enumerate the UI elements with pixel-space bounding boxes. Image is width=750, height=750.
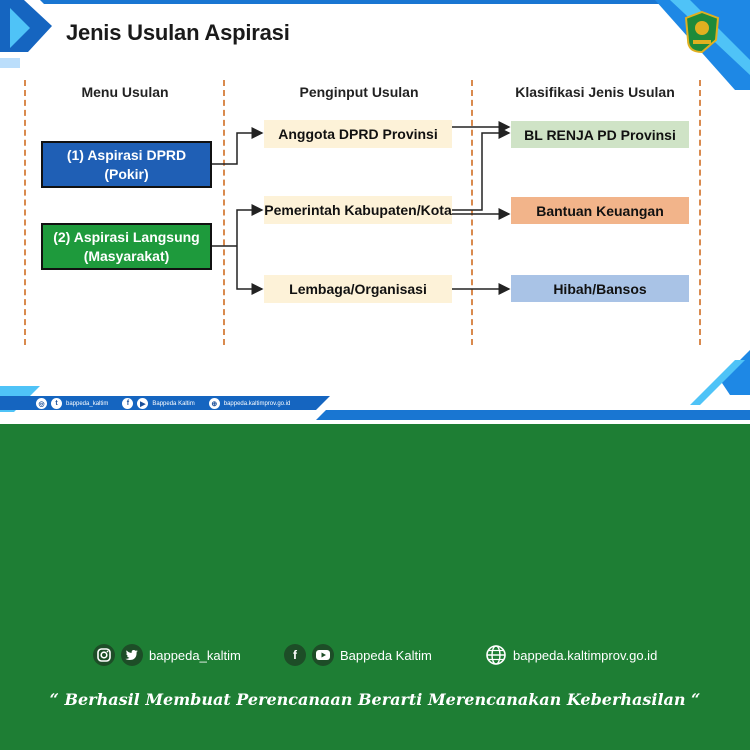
input-box-anggota-dprd: Anggota DPRD Provinsi: [264, 120, 452, 148]
column-separator: [223, 80, 225, 345]
classification-box-bantuan-keuangan: Bantuan Keuangan: [511, 197, 689, 224]
globe-icon: ⊕: [208, 398, 220, 409]
column-header-input: Penginput Usulan: [299, 84, 419, 100]
menu-box-sublabel: (Masyarakat): [83, 247, 170, 264]
column-separator: [24, 80, 26, 345]
instagram-icon[interactable]: [93, 644, 115, 666]
input-box-label: Anggota DPRD Provinsi: [278, 126, 438, 142]
slide-decoration: [0, 0, 750, 420]
footer-social-handle[interactable]: bappeda_kaltim: [149, 647, 241, 663]
menu-box-aspirasi-langsung: (2) Aspirasi Langsung (Masyarakat): [41, 223, 212, 270]
menu-box-label: (1) Aspirasi DPRD: [66, 146, 187, 163]
twitter-icon: t: [51, 398, 62, 409]
classification-box-hibah: Hibah/Bansos: [511, 275, 689, 302]
slide-footer-web: bappeda.kaltimprov.go.id: [223, 400, 291, 407]
footer-social-group: bappeda_kaltim: [93, 644, 241, 666]
kaltim-crest-icon: [684, 10, 720, 54]
twitter-icon[interactable]: [121, 644, 143, 666]
classification-box-label: BL RENJA PD Provinsi: [524, 126, 676, 143]
column-header-menu: Menu Usulan: [81, 84, 169, 100]
footer-social-row: bappeda_kaltim f Bappeda Kaltim bappeda.…: [0, 644, 750, 672]
footer-quote: “ Berhasil Membuat Perencanaan Berarti M…: [49, 690, 701, 709]
slide-footer: ◎ t bappeda_kaltim f ▶ Bappeda Kaltim ⊕ …: [36, 398, 290, 409]
column-separator: [699, 80, 701, 345]
input-box-lembaga: Lembaga/Organisasi: [264, 275, 452, 303]
input-box-label: Pemerintah Kabupaten/Kota: [264, 202, 452, 218]
slide-footer-facebook: Bappeda Kaltim: [152, 400, 195, 407]
menu-box-sublabel: (Pokir): [104, 165, 149, 182]
footer-website[interactable]: bappeda.kaltimprov.go.id: [513, 647, 658, 663]
menu-box-label: (2) Aspirasi Langsung: [53, 228, 200, 245]
facebook-icon: f: [122, 398, 134, 409]
footer-facebook-group: f Bappeda Kaltim: [284, 644, 432, 666]
footer-facebook-name[interactable]: Bappeda Kaltim: [340, 647, 432, 663]
globe-icon: [485, 644, 507, 666]
slide-footer-social: bappeda_kaltim: [66, 400, 109, 407]
column-header-classification: Klasifikasi Jenis Usulan: [515, 84, 675, 100]
youtube-icon: ▶: [137, 398, 149, 409]
classification-box-label: Bantuan Keuangan: [536, 202, 664, 219]
menu-box-aspirasi-dprd: (1) Aspirasi DPRD (Pokir): [41, 141, 212, 188]
classification-box-bl-renja: BL RENJA PD Provinsi: [511, 121, 689, 148]
facebook-icon[interactable]: f: [284, 644, 306, 666]
classification-box-label: Hibah/Bansos: [553, 280, 647, 297]
footer-web-group: bappeda.kaltimprov.go.id: [485, 644, 657, 666]
input-box-label: Lembaga/Organisasi: [289, 281, 427, 297]
youtube-icon[interactable]: [312, 644, 334, 666]
slide: Jenis Usulan Aspirasi Menu Usulan Pengin…: [0, 0, 750, 424]
input-box-pemerintah: Pemerintah Kabupaten/Kota: [264, 196, 452, 224]
instagram-icon: ◎: [36, 398, 47, 409]
column-separator: [471, 80, 473, 345]
page-title: Jenis Usulan Aspirasi: [66, 20, 290, 45]
flow-connectors: [211, 121, 511, 295]
